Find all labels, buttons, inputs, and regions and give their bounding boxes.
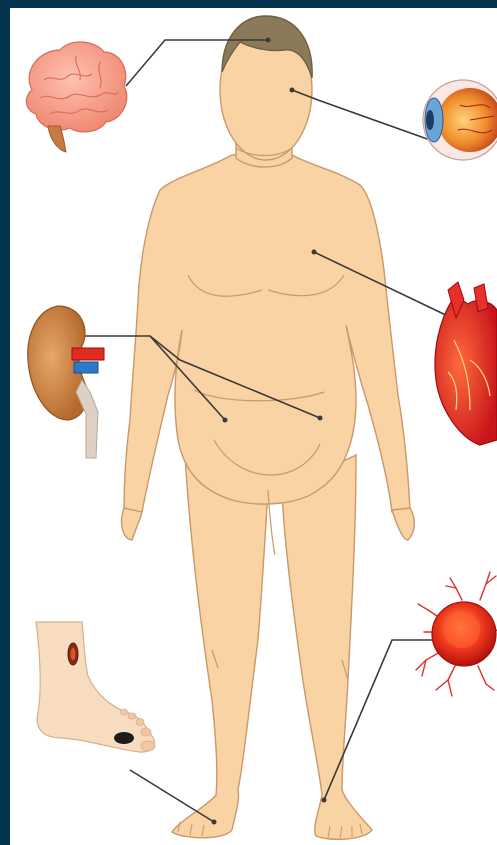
torso — [124, 155, 410, 512]
leader-line-foot — [130, 770, 214, 822]
diabetic-foot-icon — [36, 622, 155, 752]
illustration-frame — [10, 8, 497, 845]
brain-icon — [26, 42, 126, 152]
blood-vessel-icon — [416, 572, 497, 696]
left-hand — [122, 508, 142, 540]
left-leg — [172, 455, 268, 838]
diabetes-complications-diagram — [10, 8, 497, 845]
eye-icon — [423, 80, 497, 160]
human-body-figure — [122, 16, 415, 839]
right-hand — [392, 508, 414, 540]
leader-line-eye — [292, 90, 430, 140]
kidney-icon — [28, 306, 104, 458]
heart-icon — [435, 282, 497, 445]
right-leg — [282, 455, 372, 839]
